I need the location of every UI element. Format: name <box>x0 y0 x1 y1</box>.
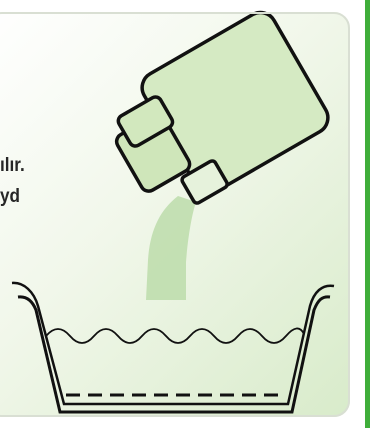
liquid-stream <box>146 196 196 300</box>
caption-line-2: yd <box>0 181 25 212</box>
caption-line-1: ılır. <box>0 150 25 181</box>
caption-text: ılır. yd <box>0 150 25 212</box>
side-accent-bar <box>365 0 370 428</box>
basin-icon <box>12 283 334 412</box>
water-wave-icon <box>46 328 304 343</box>
bottle-icon <box>95 7 334 224</box>
